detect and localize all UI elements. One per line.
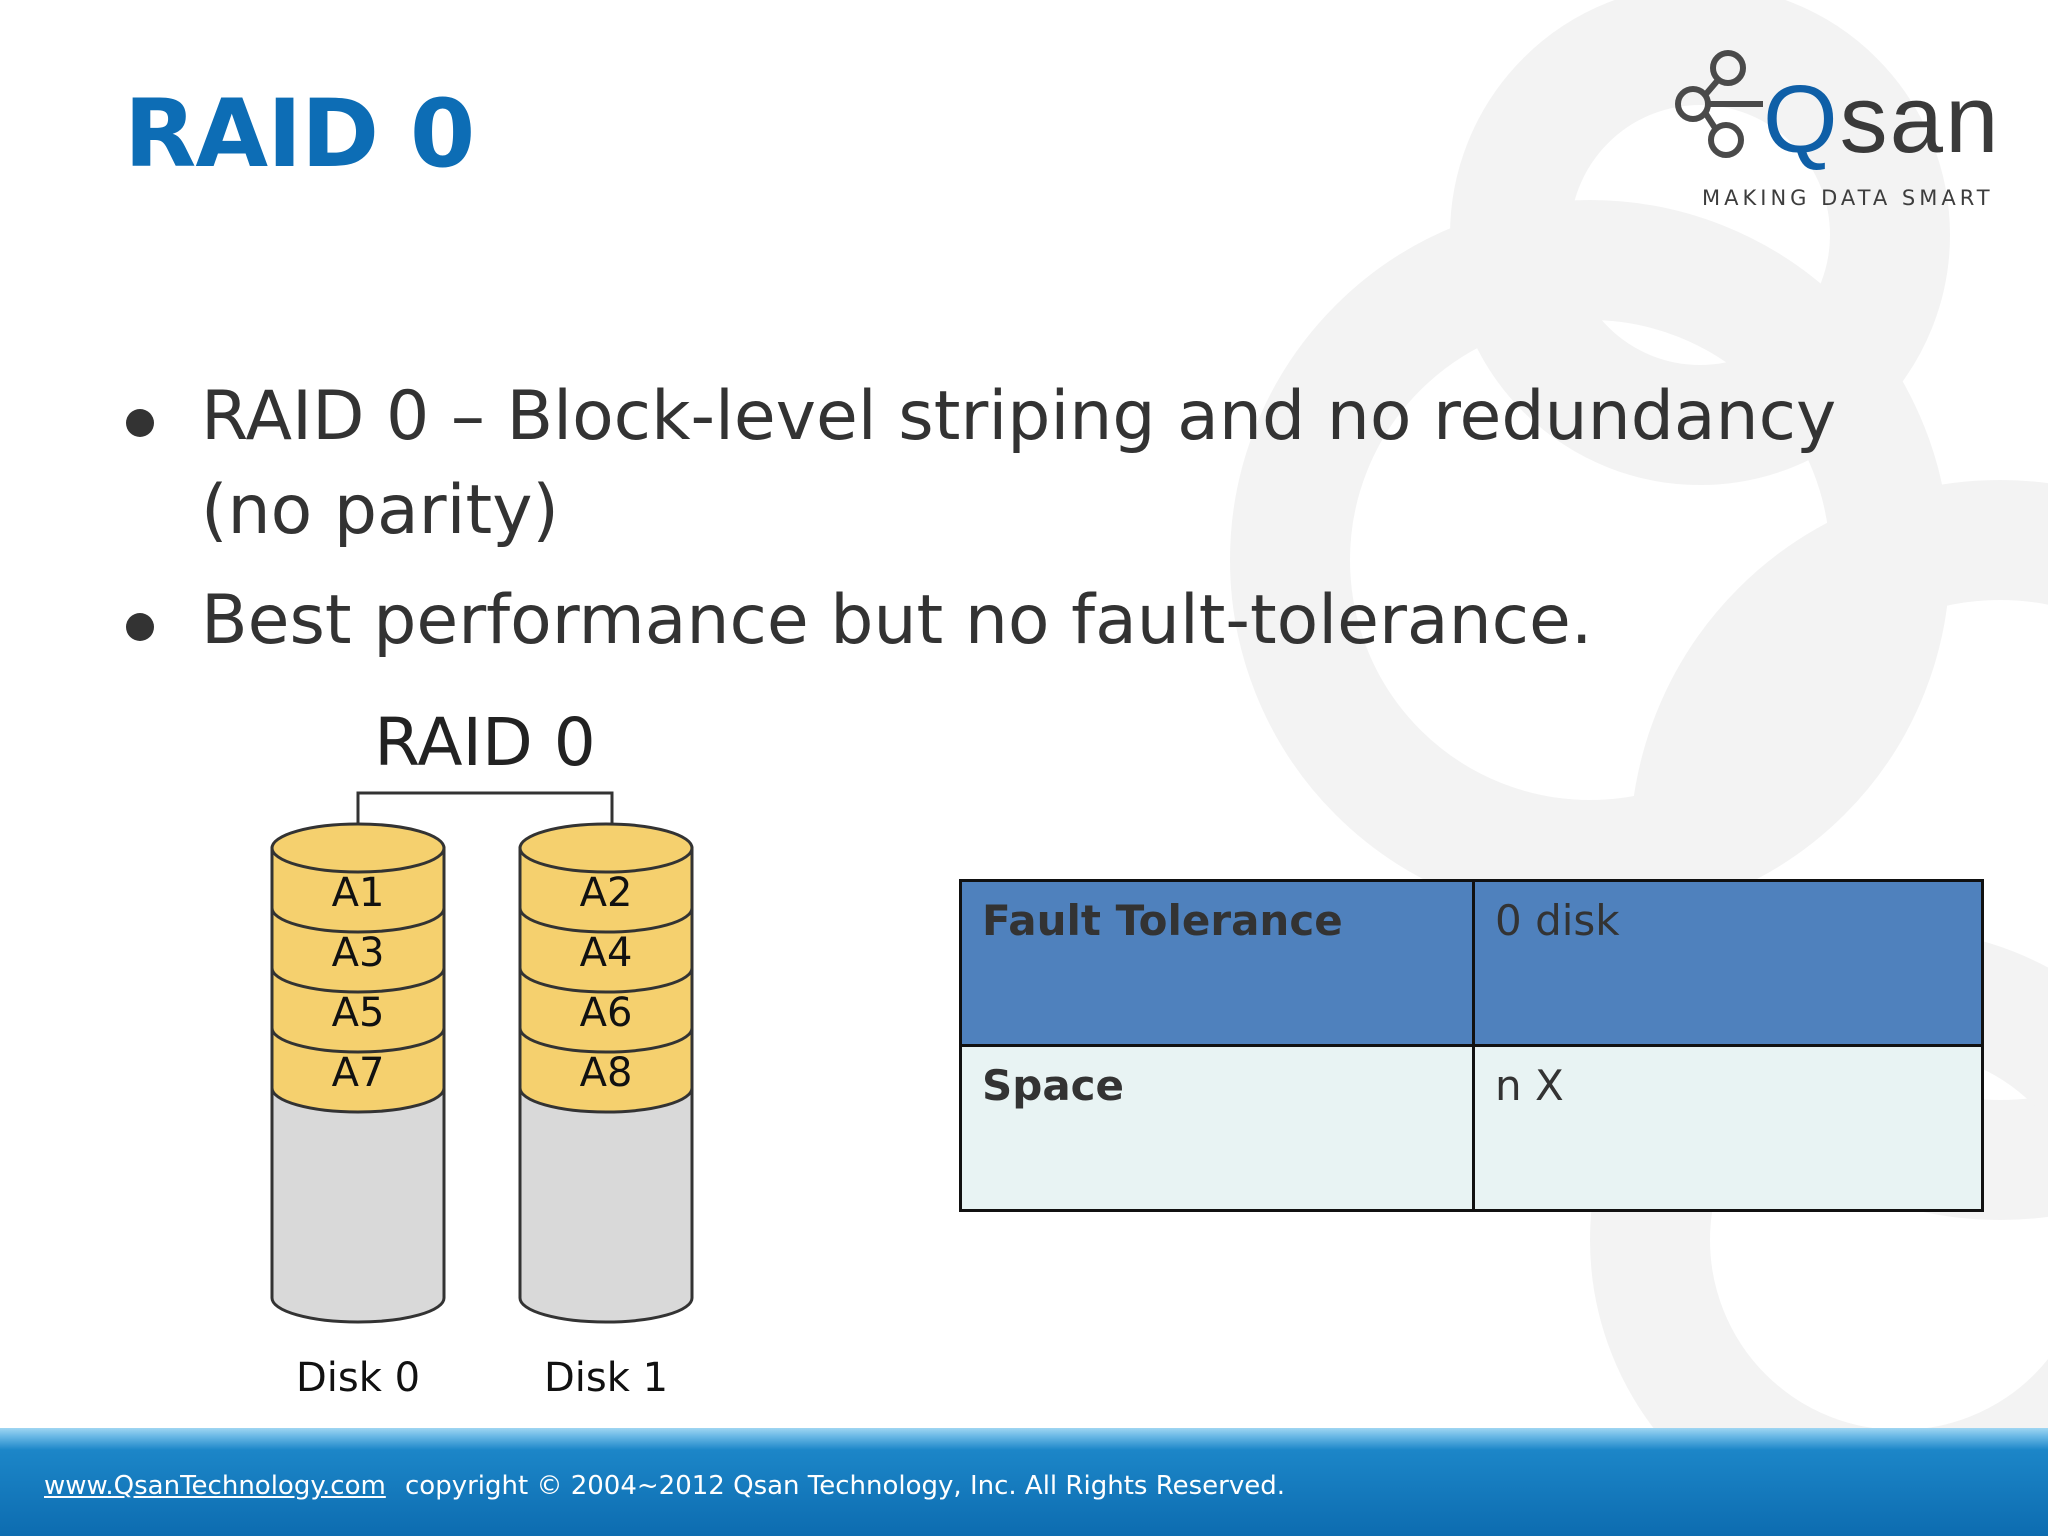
raid-properties-table: Fault Tolerance 0 disk Space n X — [959, 879, 1984, 1212]
bullet-text: RAID 0 – Block-level striping and no red… — [201, 377, 1837, 550]
table-row: Fault Tolerance 0 disk — [959, 879, 1984, 1047]
bullet-item: RAID 0 – Block-level striping and no red… — [124, 370, 1904, 558]
table-cell-label: Space — [959, 1044, 1475, 1212]
stripe-block-label: A4 — [580, 930, 633, 976]
table-cell-value: n X — [1472, 1044, 1984, 1212]
qsan-wordmark: Qsan — [1763, 66, 2001, 173]
qsan-logo: Qsan MAKING DATA SMART — [1668, 44, 2008, 220]
table-cell-label: Fault Tolerance — [959, 879, 1475, 1047]
qsan-logo-mark — [1675, 50, 1763, 158]
stripe-connector — [356, 791, 614, 850]
footer-copyright: copyright © 2004~2012 Qsan Technology, I… — [405, 1471, 1285, 1501]
stripe-block-label: A3 — [332, 930, 385, 976]
table-row: Space n X — [959, 1044, 1984, 1212]
bullet-dot — [126, 409, 154, 437]
stripe-block-label: A6 — [580, 990, 633, 1036]
table-cell-value: 0 disk — [1472, 879, 1984, 1047]
stripe-block-label: A2 — [580, 870, 633, 916]
stripe-block-label: A8 — [580, 1050, 633, 1096]
footer-website-link[interactable]: www.QsanTechnology.com — [44, 1471, 386, 1501]
stripe-block-label: A5 — [332, 990, 385, 1036]
disk-label: Disk 1 — [544, 1355, 668, 1401]
disk-label: Disk 0 — [296, 1355, 420, 1401]
bullet-text: Best performance but no fault-tolerance. — [201, 581, 1593, 660]
footer-bar — [0, 1428, 2048, 1536]
bullet-list: RAID 0 – Block-level striping and no red… — [124, 370, 1904, 684]
qsan-tagline: MAKING DATA SMART — [1702, 186, 1994, 210]
disk-top-cap — [518, 822, 694, 874]
bullet-dot — [126, 613, 154, 641]
diagram-title: RAID 0 — [374, 704, 596, 781]
stripe-block-label: A7 — [332, 1050, 385, 1096]
slide-title: RAID 0 — [124, 80, 475, 189]
stripe-block-label: A1 — [332, 870, 385, 916]
disk-top-cap — [270, 822, 446, 874]
bullet-item: Best performance but no fault-tolerance. — [124, 574, 1904, 668]
